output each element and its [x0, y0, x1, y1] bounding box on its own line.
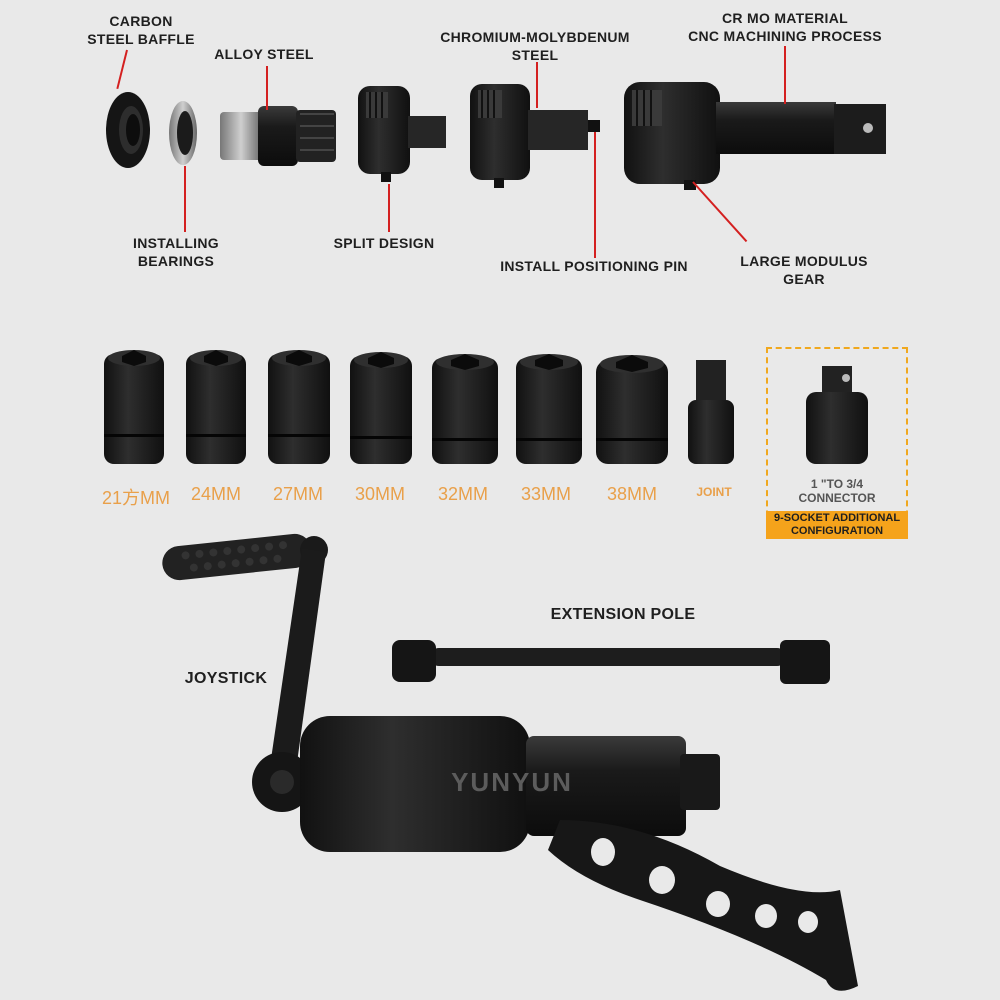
socket-33mm — [516, 354, 582, 464]
socket-27mm — [268, 350, 330, 464]
socket-label-38mm: 38MM — [606, 484, 657, 504]
carbon-steel-baffle-part — [106, 92, 150, 168]
configuration-banner: 9-SOCKET ADDITIONAL CONFIGURATION — [766, 511, 908, 539]
label-joystick: JOYSTICK — [184, 670, 268, 687]
extension-pole — [392, 640, 830, 684]
torque-multiplier-body — [300, 716, 858, 991]
socket-joint — [688, 360, 734, 464]
leader-split-design — [388, 184, 390, 232]
leader-cr-mo — [784, 46, 786, 104]
leader-positioning-pin — [594, 132, 596, 258]
label-installing-bearings: INSTALLING BEARINGS — [133, 235, 219, 269]
label-carbon-steel-baffle: CARBON STEEL BAFFLE — [87, 13, 195, 47]
socket-label-21mm: 21方MM — [101, 488, 170, 508]
large-modulus-gear-housing-part — [624, 82, 886, 190]
connector-label: 1 "TO 3/4 CONNECTOR — [798, 477, 876, 505]
connector-1-to-3-4 — [806, 366, 868, 464]
socket-label-24mm: 24MM — [190, 484, 241, 504]
socket-label-joint: JOINT — [696, 485, 732, 499]
label-extension-pole: EXTENSION POLE — [550, 606, 696, 623]
socket-label-33mm: 33MM — [520, 484, 571, 504]
label-install-positioning-pin: INSTALL POSITIONING PIN — [500, 258, 688, 274]
split-design-gear-part — [358, 86, 446, 182]
leader-chromium-steel — [536, 62, 538, 108]
socket-21mm — [104, 350, 164, 464]
socket-24mm — [186, 350, 246, 464]
socket-38mm — [596, 355, 668, 464]
brand-watermark: YUNYUN — [451, 767, 573, 797]
chromium-molybdenum-gear-part — [470, 84, 600, 188]
socket-32mm — [432, 354, 498, 464]
label-chromium-molybdenum: CHROMIUM-MOLYBDENUM STEEL — [440, 29, 630, 63]
label-cr-mo-material: CR MO MATERIAL CNC MACHINING PROCESS — [688, 10, 882, 44]
socket-label-30mm: 30MM — [354, 484, 405, 504]
alloy-steel-shaft-part — [220, 106, 336, 166]
socket-label-32mm: 32MM — [437, 484, 488, 504]
additional-configuration-box — [766, 347, 908, 537]
socket-30mm — [350, 352, 412, 464]
joystick-crank — [162, 533, 328, 812]
leader-alloy-steel — [266, 66, 268, 110]
socket-label-27mm: 27MM — [272, 484, 323, 504]
leader-bearing — [184, 166, 186, 232]
label-split-design: SPLIT DESIGN — [333, 235, 435, 251]
bearing-part — [169, 101, 197, 165]
label-large-modulus-gear: LARGE MODULUS GEAR — [740, 253, 868, 287]
label-alloy-steel: ALLOY STEEL — [214, 46, 314, 62]
